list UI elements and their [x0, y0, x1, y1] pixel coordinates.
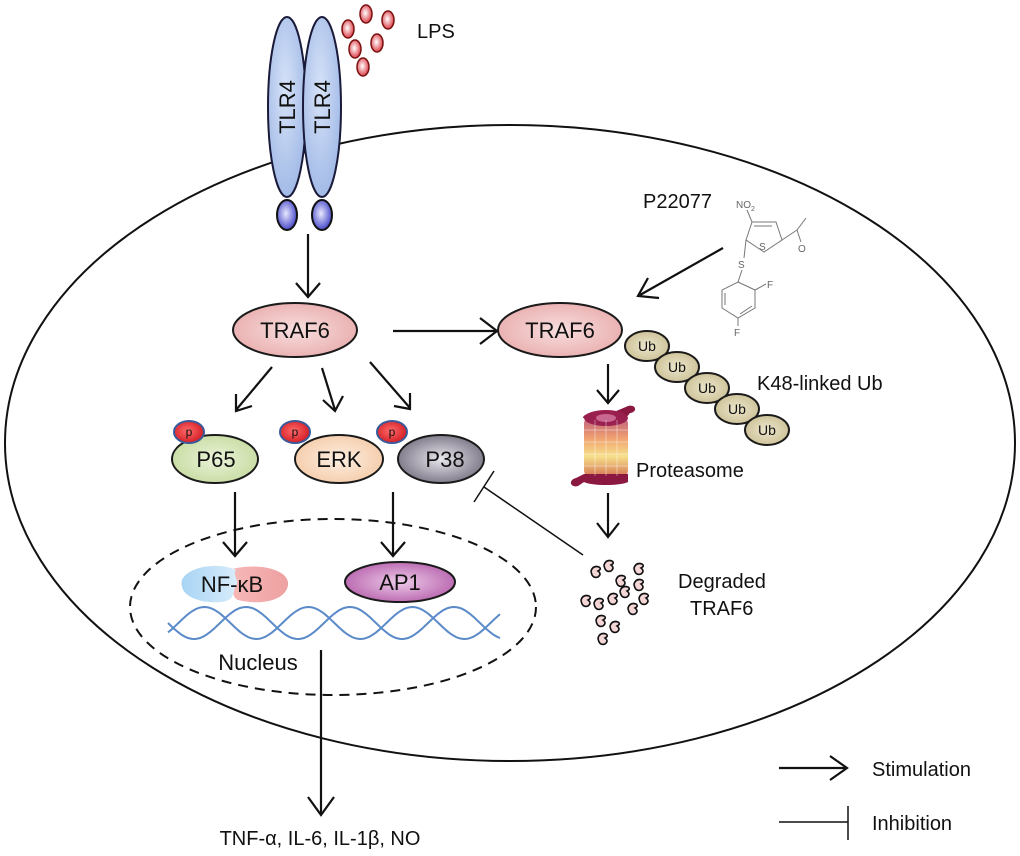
- stimulation-arrow: [320, 367, 344, 413]
- protein-fragment: [619, 585, 631, 599]
- ap1-node: AP1: [344, 561, 456, 603]
- degraded-fragments-icon: [580, 559, 650, 646]
- phospho-label: p: [389, 425, 396, 439]
- ap1-label: AP1: [379, 570, 421, 595]
- nucleus-envelope: [129, 518, 537, 696]
- traf6-label: TRAF6: [525, 318, 595, 343]
- stimulation-arrow: [636, 247, 724, 300]
- phospho-label: p: [186, 425, 193, 439]
- protein-fragment: [633, 578, 645, 592]
- carbonyl-oxygen: O: [798, 244, 806, 255]
- tlr4-receptor-right: TLR4: [302, 16, 342, 231]
- tlr4-label-right: TLR4: [310, 80, 335, 134]
- p22077-structure-icon: NO2 S O S F F: [721, 200, 807, 339]
- k48-ub-label: K48-linked Ub: [757, 373, 883, 395]
- cell-membrane: [4, 124, 1016, 762]
- erk-label: ERK: [316, 447, 362, 472]
- traf6-node-right: TRAF6: [497, 302, 623, 358]
- proteasome-icon: [570, 405, 636, 487]
- nfkb-label: NF-κB: [201, 572, 263, 597]
- phosphorylation-badge: p: [173, 420, 205, 444]
- phosphorylation-badge: p: [376, 420, 408, 444]
- protein-fragment: [615, 574, 627, 588]
- svg-text:NO2: NO2: [736, 200, 755, 213]
- protein-fragment: [597, 632, 609, 646]
- ubiquitin-label: Ub: [758, 422, 776, 438]
- inhibition-line: [473, 470, 584, 556]
- p65-node: P65 p: [171, 420, 259, 484]
- legend-inhibition-icon: [779, 806, 849, 840]
- nitro-subscript: 2: [751, 206, 755, 213]
- stimulation-arrow: [222, 492, 248, 558]
- tlr4-label-left: TLR4: [275, 80, 300, 134]
- protein-fragment: [595, 614, 607, 628]
- ubiquitin-unit: Ub: [714, 393, 760, 425]
- stimulation-arrow: [369, 361, 412, 411]
- ubiquitin-unit: Ub: [684, 372, 730, 404]
- protein-fragment: [590, 565, 602, 579]
- legend: Stimulation Inhibition: [779, 755, 971, 840]
- cytokine-outputs-label: TNF-α, IL-6, IL-1β, NO: [220, 828, 421, 850]
- protein-fragment: [593, 597, 605, 611]
- protein-fragment: [607, 592, 619, 606]
- ubiquitin-label: Ub: [728, 401, 746, 417]
- stimulation-arrow: [596, 493, 620, 539]
- ubiquitin-label: Ub: [698, 380, 716, 396]
- erk-node: ERK p: [279, 420, 384, 484]
- nucleus-label: Nucleus: [218, 650, 297, 675]
- proteasome-label: Proteasome: [636, 460, 744, 482]
- degraded-label-line1: Degraded: [678, 571, 766, 593]
- protein-fragment: [638, 592, 650, 606]
- protein-fragment: [580, 594, 592, 608]
- lps-label: LPS: [417, 21, 455, 43]
- protein-fragment: [603, 559, 615, 573]
- protein-fragment: [609, 620, 621, 634]
- traf6-node-left: TRAF6: [232, 302, 358, 358]
- p65-label: P65: [196, 447, 235, 472]
- tir-domain-icon: [311, 199, 333, 231]
- nfkb-complex: NF-κB: [181, 565, 289, 603]
- lps-molecules-icon: [341, 4, 395, 77]
- stimulation-arrow: [295, 234, 321, 299]
- legend-stimulation-label: Stimulation: [872, 759, 971, 781]
- stimulation-arrow: [393, 317, 499, 345]
- ubiquitin-label: Ub: [668, 359, 686, 375]
- ubiquitin-unit: Ub: [624, 330, 670, 362]
- nitro-atom: NO: [736, 200, 751, 211]
- ubiquitin-unit: Ub: [744, 414, 790, 446]
- degraded-label-line2: TRAF6: [690, 598, 753, 620]
- phospho-label: p: [292, 425, 299, 439]
- dna-helix-icon: [167, 605, 501, 641]
- traf6-label: TRAF6: [260, 318, 330, 343]
- ubiquitin-label: Ub: [638, 338, 656, 354]
- stimulation-arrow: [307, 650, 335, 817]
- thioether-sulfur: S: [738, 260, 745, 271]
- p38-label: P38: [425, 447, 464, 472]
- stimulation-arrow: [380, 492, 406, 558]
- protein-fragment: [627, 602, 639, 616]
- p38-node: P38 p: [376, 420, 485, 484]
- stimulation-arrow: [234, 366, 273, 413]
- legend-inhibition-label: Inhibition: [872, 813, 952, 835]
- drug-label: P22077: [643, 191, 712, 213]
- thiophene-sulfur: S: [759, 242, 766, 253]
- legend-stimulation-arrow-icon: [779, 755, 849, 781]
- phosphorylation-badge: p: [279, 420, 311, 444]
- ubiquitin-unit: Ub: [654, 351, 700, 383]
- tlr4-receptor-left: TLR4: [267, 16, 307, 231]
- fluorine-atom: F: [767, 280, 773, 291]
- tir-domain-icon: [276, 199, 298, 231]
- stimulation-arrow: [596, 364, 620, 405]
- fluorine-atom: F: [734, 328, 740, 339]
- protein-fragment: [633, 562, 645, 576]
